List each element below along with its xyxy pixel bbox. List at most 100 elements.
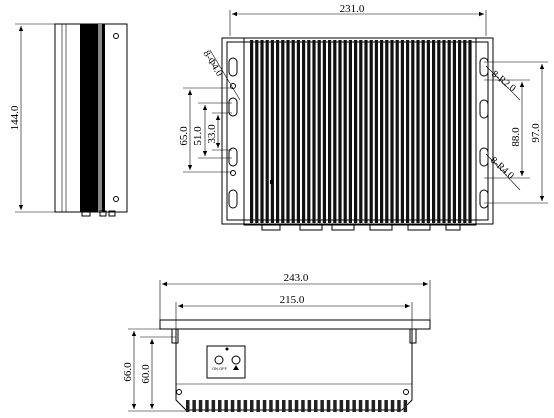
bottom-fin <box>230 400 235 412</box>
fin <box>468 40 472 223</box>
bottom-fin <box>256 400 260 412</box>
bottom-fin <box>384 400 388 412</box>
front-inner-label: 215.0 <box>280 294 305 306</box>
bottom-fin <box>346 400 350 412</box>
bottom-fin <box>320 400 324 412</box>
fin <box>296 40 300 223</box>
bottom-fin <box>218 400 222 412</box>
dim-33-label: 33.0 <box>206 124 218 144</box>
bottom-fin <box>333 400 337 412</box>
fin <box>291 40 295 223</box>
bottom-fin <box>269 400 273 412</box>
dim-88-label: 88.0 <box>510 127 522 147</box>
fin <box>463 40 467 223</box>
bottom-fin <box>326 400 331 412</box>
fin <box>400 40 404 223</box>
r4-label: 8-R4.0 <box>488 155 516 182</box>
fin <box>343 40 347 223</box>
bottom-fin <box>262 400 267 412</box>
bottom-fin <box>371 400 376 412</box>
bottom-fin <box>403 400 408 412</box>
fin <box>260 40 264 223</box>
fin <box>437 40 441 223</box>
fin <box>333 40 337 223</box>
bottom-fin <box>275 400 280 412</box>
bottom-fin <box>205 400 209 412</box>
fin <box>442 40 446 223</box>
switch-label: ON OFF <box>212 366 228 371</box>
fin <box>411 40 415 223</box>
fin <box>452 40 456 223</box>
bottom-fin <box>358 400 363 412</box>
fin <box>364 40 368 223</box>
left-slots <box>228 57 238 209</box>
fin <box>447 40 451 223</box>
right-slots <box>479 57 489 209</box>
bottom-fin <box>211 400 216 412</box>
fin <box>307 40 311 223</box>
top-view: 231.0 8-Φ4.0 65.0 51.0 33.0 88.0 97.0 8-… <box>178 3 548 231</box>
bottom-fin <box>301 400 305 412</box>
fin <box>250 40 254 223</box>
bottom-fin <box>192 400 196 412</box>
fin <box>270 40 274 223</box>
fin <box>421 40 425 223</box>
bottom-fin <box>198 400 203 412</box>
fin <box>338 40 342 223</box>
bottom-fin <box>314 400 318 412</box>
bottom-fins <box>186 400 408 412</box>
fin <box>265 40 269 223</box>
bottom-fin <box>365 400 369 412</box>
dim-60-label: 60.0 <box>140 364 152 384</box>
bottom-fin <box>237 400 241 412</box>
heatsink-fins <box>250 40 472 223</box>
fin <box>328 40 332 223</box>
fin <box>380 40 384 223</box>
fin <box>369 40 373 223</box>
fin <box>385 40 389 223</box>
bottom-fin <box>243 400 248 412</box>
bottom-fin <box>339 400 344 412</box>
front-outer-label: 243.0 <box>284 272 309 284</box>
fin <box>390 40 394 223</box>
hole-dia-label: 8-Φ4.0 <box>200 49 224 79</box>
fin <box>255 40 259 223</box>
fin <box>458 40 462 223</box>
dim-97-label: 97.0 <box>530 123 542 143</box>
bottom-fin <box>294 400 299 412</box>
fin <box>374 40 378 223</box>
fin <box>354 40 358 223</box>
dim-65-label: 65.0 <box>178 126 190 146</box>
bottom-fin <box>250 400 254 412</box>
bottom-fin <box>186 400 190 412</box>
front-view: ON OFF 243.0 215.0 66.0 60.0 <box>122 272 431 412</box>
fin <box>281 40 285 223</box>
bottom-fin <box>224 400 228 412</box>
fin <box>426 40 430 223</box>
side-height-label: 144.0 <box>9 105 21 130</box>
side-view: 144.0 <box>9 23 128 217</box>
bottom-fin <box>352 400 356 412</box>
bottom-fin <box>282 400 286 412</box>
fin <box>322 40 326 223</box>
fin <box>395 40 399 223</box>
fin <box>416 40 420 223</box>
bottom-fin <box>390 400 395 412</box>
bottom-fin <box>288 400 292 412</box>
dim-66-label: 66.0 <box>122 362 134 382</box>
fin <box>348 40 352 223</box>
fin <box>286 40 290 223</box>
bottom-fin <box>397 400 401 412</box>
fin <box>406 40 410 223</box>
fin <box>432 40 436 223</box>
dim-51-label: 51.0 <box>192 126 204 146</box>
fin <box>317 40 321 223</box>
fin <box>276 40 280 223</box>
fin <box>359 40 363 223</box>
bottom-fin <box>307 400 312 412</box>
fin <box>312 40 316 223</box>
top-width-label: 231.0 <box>340 3 365 15</box>
fin <box>302 40 306 223</box>
bottom-fin <box>378 400 382 412</box>
